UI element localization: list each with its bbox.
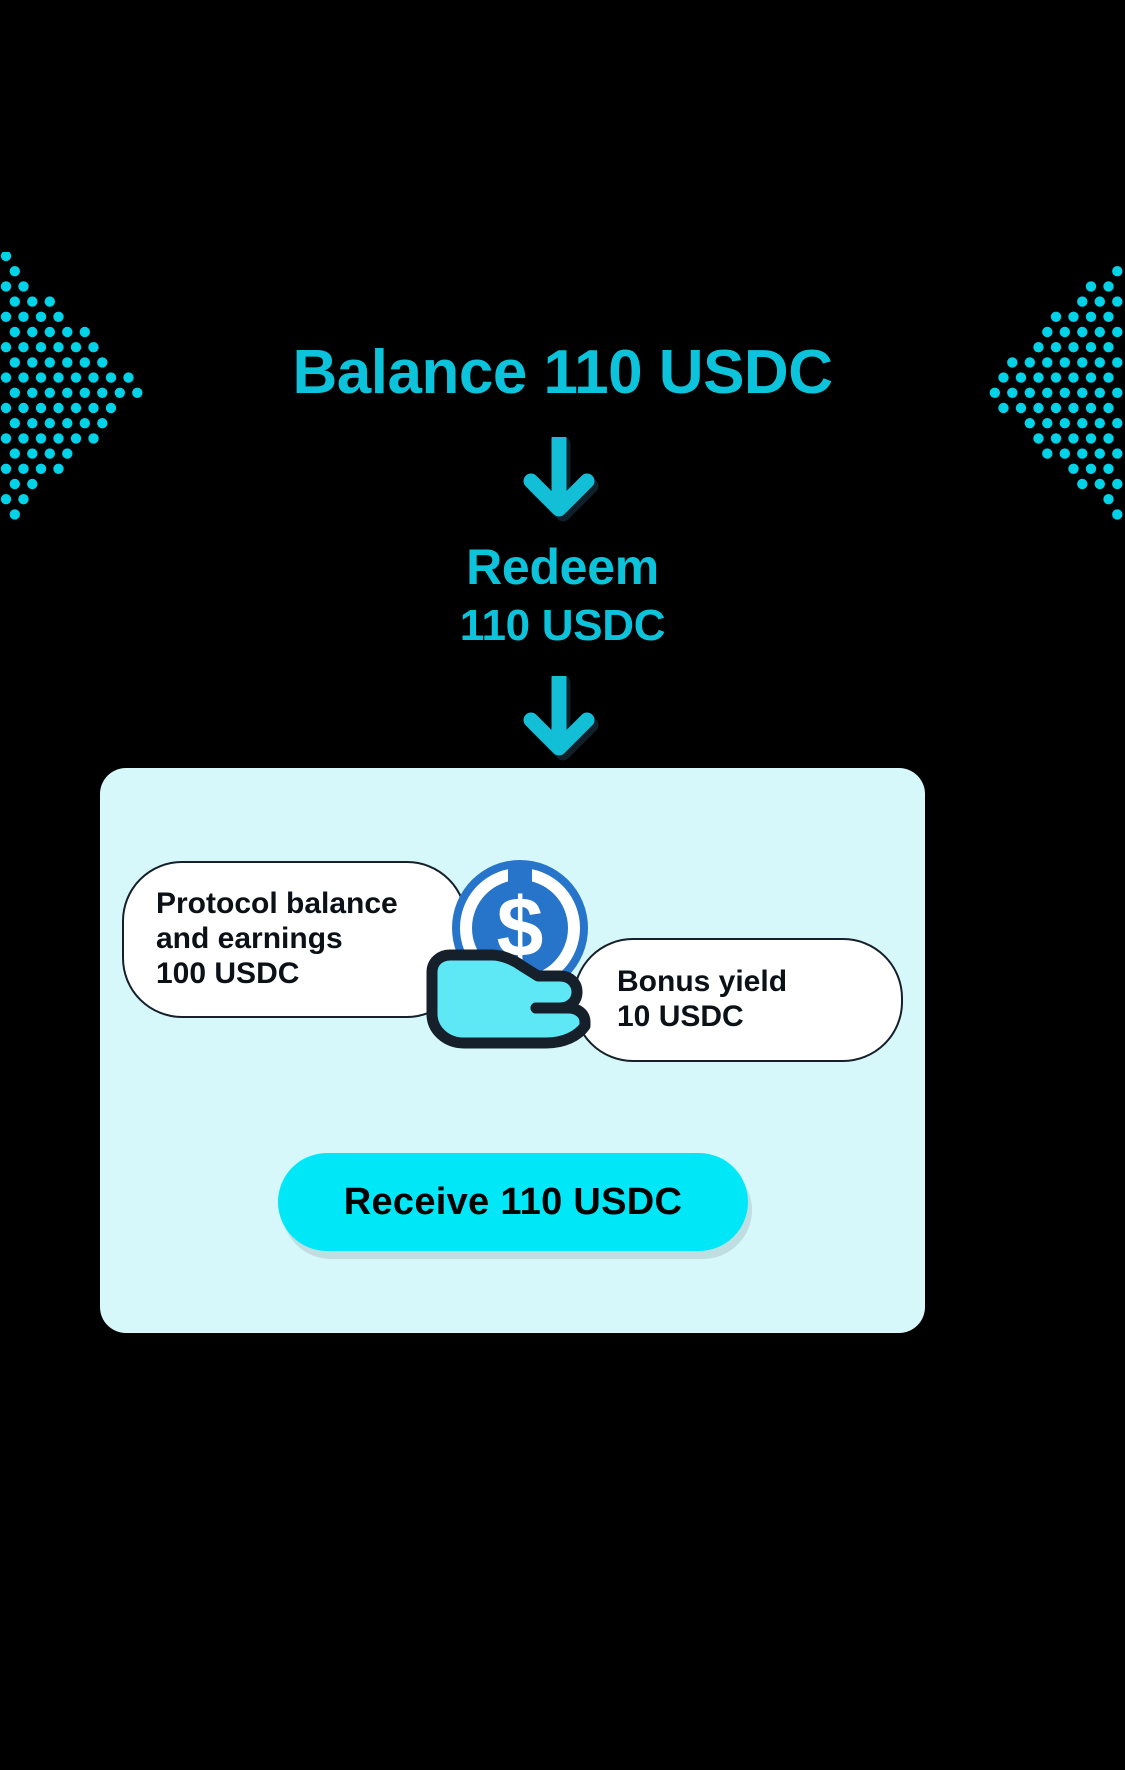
redeem-step: Redeem 110 USDC <box>0 542 1125 648</box>
bonus-yield-pill: Bonus yield 10 USDC <box>573 938 903 1063</box>
protocol-balance-amount: 100 USDC <box>156 957 300 991</box>
redeem-label: Redeem <box>466 539 659 595</box>
protocol-balance-line-1: Protocol balance <box>156 887 398 920</box>
dotted-chevron-left-icon <box>980 252 1125 527</box>
arrow-down-icon-2 <box>0 676 1125 772</box>
bonus-yield-amount: 10 USDC <box>617 1000 744 1034</box>
page-title: Balance 110 USDC <box>292 338 833 407</box>
dotted-chevron-right-icon <box>0 250 145 527</box>
protocol-balance-pill: Protocol balance and earnings 100 USDC <box>122 861 467 1019</box>
arrow-down-icon-1 <box>0 437 1125 533</box>
redemption-card: Protocol balance and earnings 100 USDC B… <box>100 768 925 1333</box>
open-hand-icon <box>426 949 591 1049</box>
redeem-amount: 110 USDC <box>459 601 666 650</box>
receive-button[interactable]: Receive 110 USDC <box>278 1153 748 1251</box>
usdc-in-hand-illustration: $ <box>418 850 618 1050</box>
bonus-yield-label: Bonus yield <box>617 965 788 998</box>
protocol-balance-line-2: and earnings <box>156 922 343 956</box>
